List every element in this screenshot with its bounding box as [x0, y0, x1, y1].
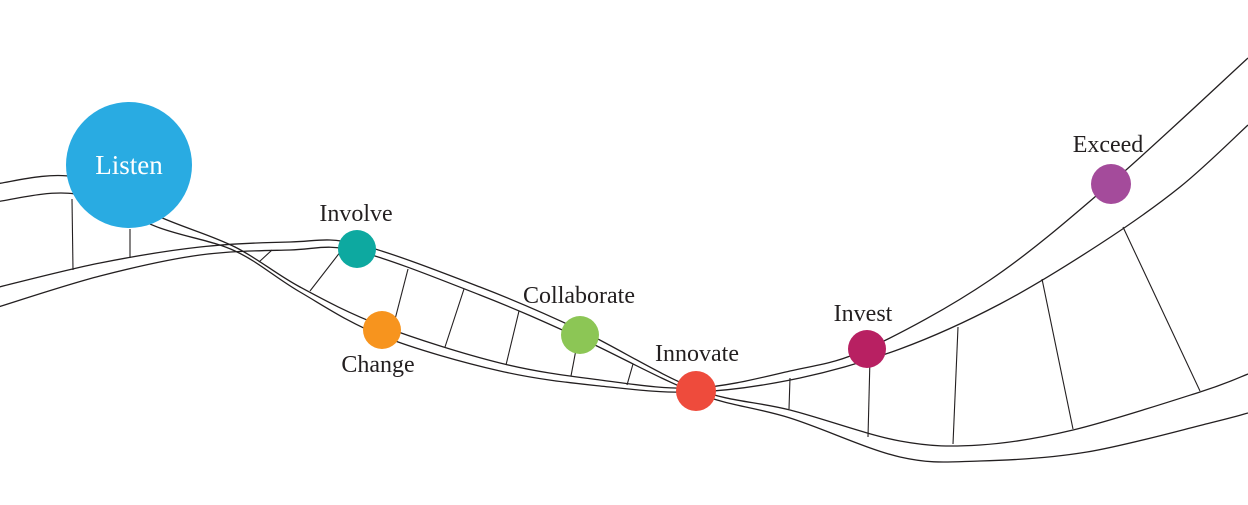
milestone-circle-involve — [338, 230, 376, 268]
milestone-label: Exceed — [1073, 132, 1144, 158]
helix-rung — [867, 357, 871, 438]
strand-b-top-edge — [0, 239, 1248, 447]
milestone-label: Invest — [834, 301, 893, 327]
helix-rung — [1041, 278, 1074, 430]
milestone-circle-change — [363, 311, 401, 349]
helix-rung — [788, 377, 791, 410]
strand-a-bottom-edge — [0, 124, 1248, 393]
milestone-invest: Invest — [834, 301, 893, 368]
helix-rung — [952, 326, 959, 445]
helix-rung — [309, 250, 342, 292]
milestone-label: Collaborate — [523, 283, 635, 309]
milestone-label: Innovate — [655, 341, 739, 367]
milestone-circle-invest — [848, 330, 886, 368]
milestone-circle-collaborate — [561, 316, 599, 354]
milestone-circle-exceed — [1091, 164, 1131, 204]
strand-a-top-edge — [0, 57, 1248, 389]
helix-rung — [258, 249, 273, 263]
milestone-exceed: Exceed — [1073, 132, 1144, 204]
helix-rung — [1122, 226, 1201, 392]
milestone-label: Involve — [319, 201, 392, 227]
helix-rung — [71, 198, 74, 271]
milestone-change: Change — [341, 311, 415, 378]
helix-rung — [505, 310, 520, 366]
milestone-label: Change — [341, 352, 414, 378]
helix-rungs — [71, 198, 1201, 445]
milestone-circle-listen — [66, 102, 192, 228]
strand-b-bottom-edge — [0, 246, 1248, 463]
helix-rung — [626, 363, 634, 386]
milestone-listen: Listen — [66, 102, 192, 228]
milestone-circle-innovate — [676, 371, 716, 411]
milestone-label: Listen — [95, 150, 163, 180]
milestone-innovate: Innovate — [655, 341, 739, 411]
helix-rung — [444, 288, 465, 348]
milestone-collaborate: Collaborate — [523, 283, 635, 354]
milestone-involve: Involve — [319, 201, 393, 268]
helix-strands — [0, 57, 1248, 463]
